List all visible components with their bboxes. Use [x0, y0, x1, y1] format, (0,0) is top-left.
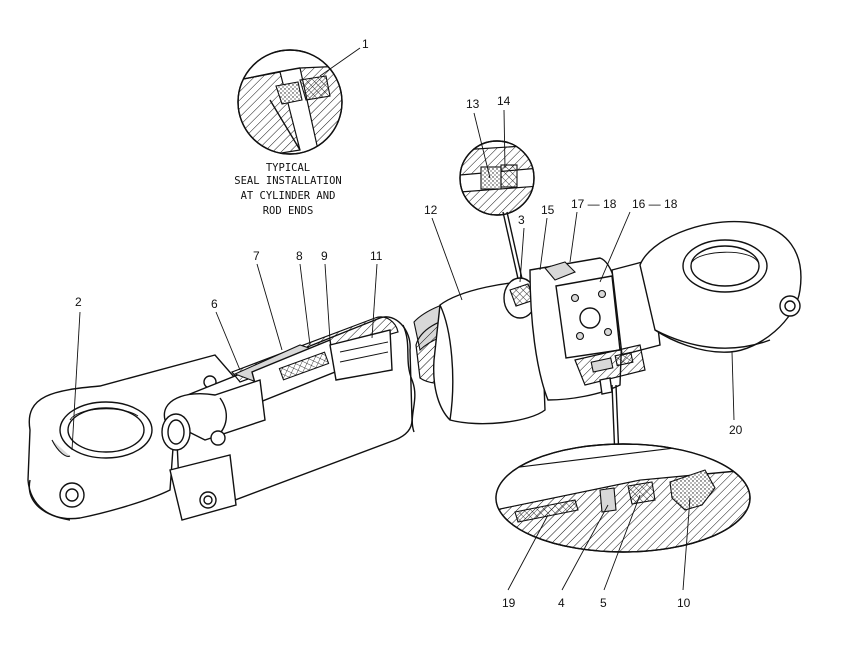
callout-13: 13 — [466, 97, 480, 111]
leader-lines — [71, 109, 735, 591]
callout-6: 6 — [211, 297, 218, 311]
callout-11: 11 — [370, 249, 383, 263]
callout-9: 9 — [321, 249, 328, 263]
callout-15: 15 — [541, 203, 555, 217]
gland-seal-detail — [495, 443, 751, 553]
caption-line-3: AT CYLINDER AND — [241, 190, 336, 202]
callout-3: 3 — [518, 213, 525, 227]
callout-8: 8 — [296, 249, 303, 263]
callout-16-18: 16 — 18 — [632, 197, 678, 211]
seal-detail-circle — [237, 47, 361, 155]
callout-12: 12 — [424, 203, 438, 217]
caption-line-2: SEAL INSTALLATION — [234, 175, 341, 187]
rod-seal-detail-circle — [459, 140, 535, 293]
callout-20: 20 — [729, 423, 743, 437]
callout-10: 10 — [677, 596, 691, 610]
callout-4: 4 — [558, 596, 565, 610]
callout-2: 2 — [75, 295, 82, 309]
callout-19: 19 — [502, 596, 516, 610]
cylinder-head-assembly — [413, 220, 802, 459]
seal-caption: TYPICAL SEAL INSTALLATION AT CYLINDER AN… — [234, 162, 341, 217]
caption-line-4: ROD ENDS — [263, 205, 314, 217]
callout-1: 1 — [362, 37, 369, 51]
callout-14: 14 — [497, 94, 511, 108]
caption-line-1: TYPICAL — [266, 162, 310, 174]
callout-labels: 1 2 3 4 5 6 7 8 9 10 11 12 13 14 15 17 —… — [75, 37, 743, 610]
callout-5: 5 — [600, 596, 607, 610]
cylinder-barrel-assembly — [27, 316, 416, 521]
callout-17-18: 17 — 18 — [571, 197, 617, 211]
callout-7: 7 — [253, 249, 260, 263]
